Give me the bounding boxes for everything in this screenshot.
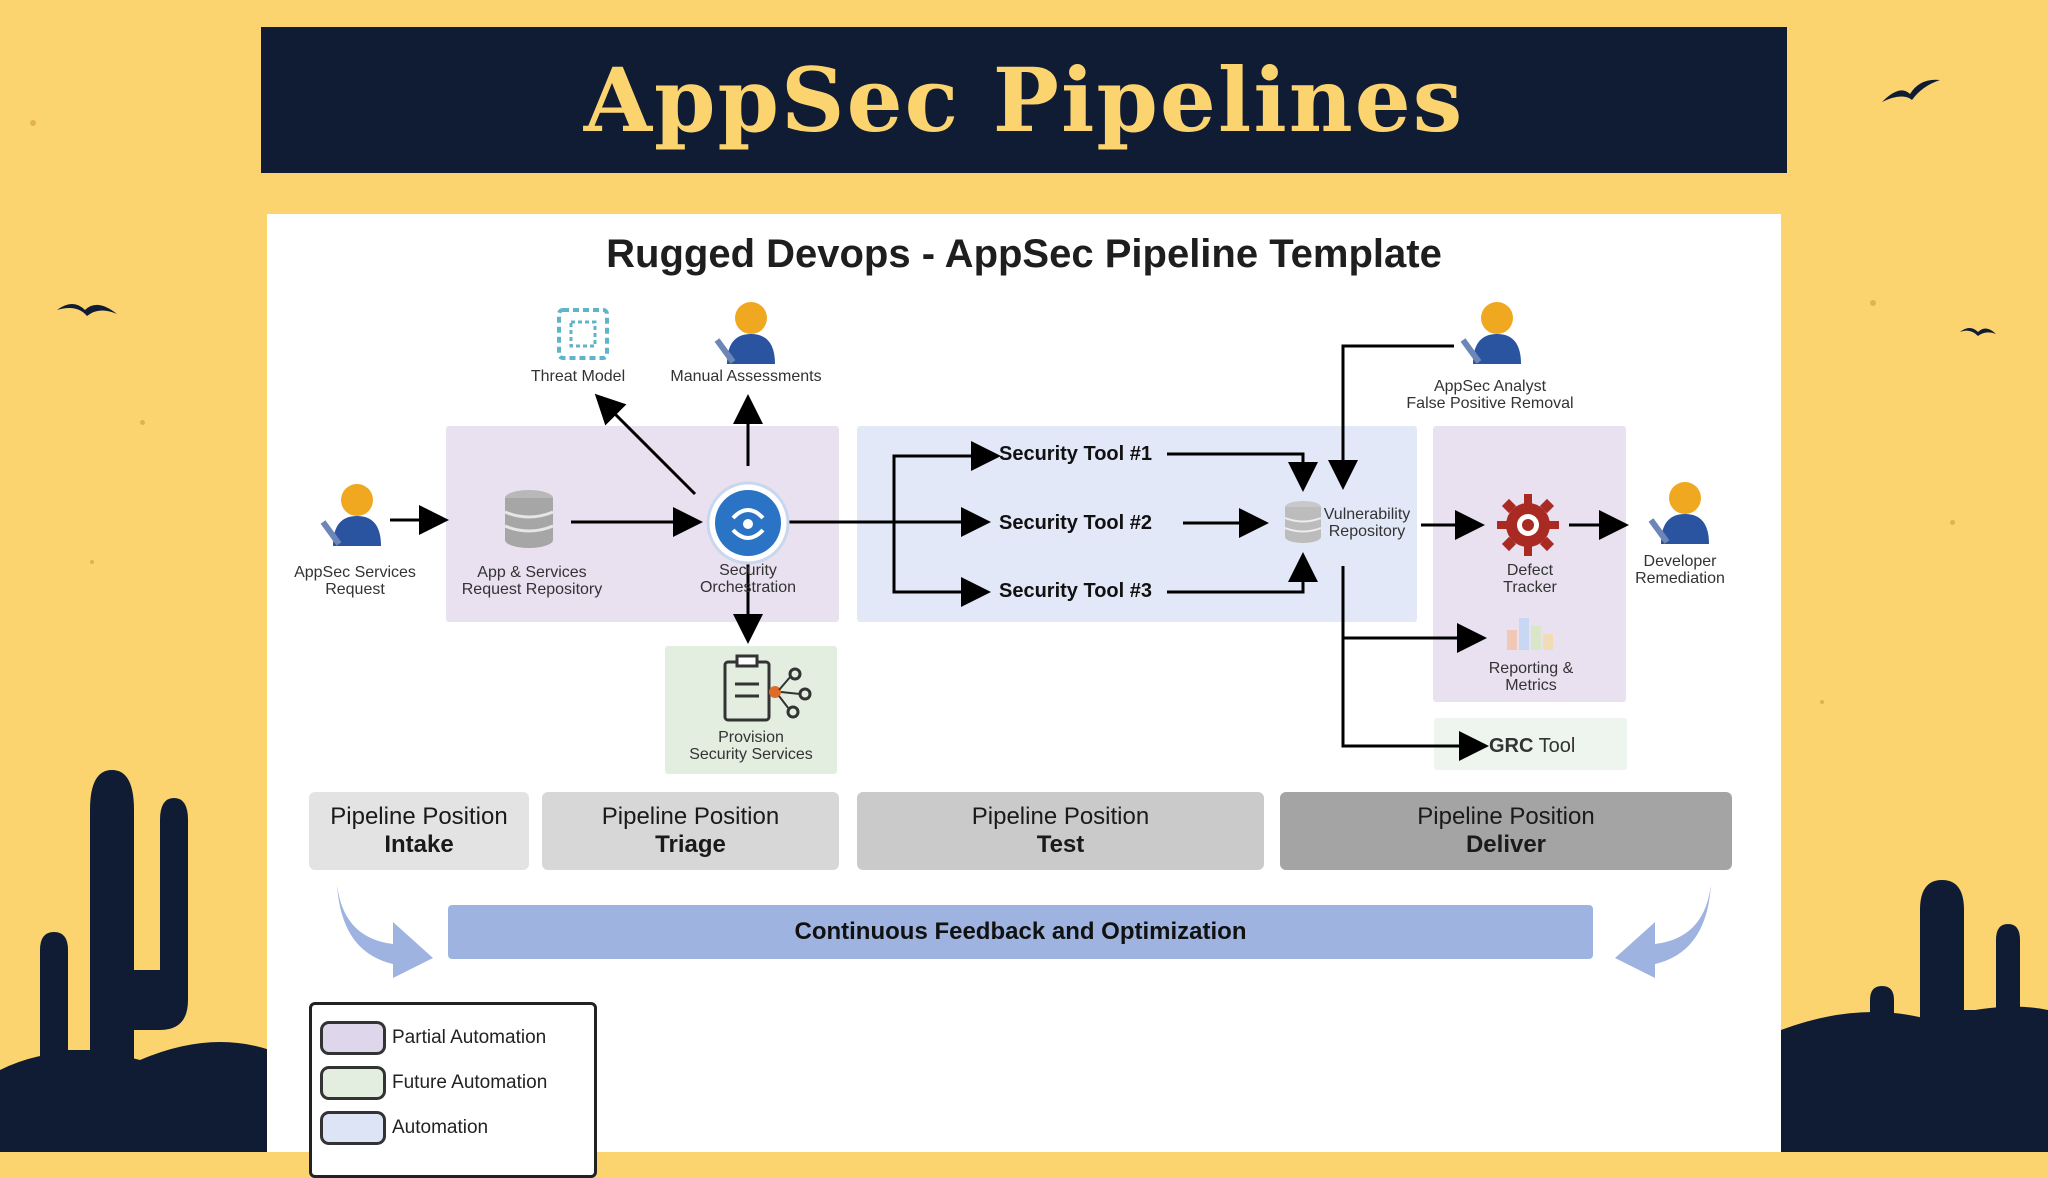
arrow-tool1-to-vuln — [1167, 452, 1318, 492]
security-orchestration-icon — [706, 481, 790, 565]
appsec-request-person-icon — [320, 484, 381, 546]
slide-title: AppSec Pipelines — [583, 48, 1465, 152]
legend-swatch — [320, 1021, 386, 1055]
developer-label-2: Remediation — [1635, 570, 1725, 587]
flow-arrows — [390, 344, 1629, 761]
position-label: Pipeline Position — [971, 803, 1150, 830]
position-name: Deliver — [1465, 831, 1547, 858]
legend-swatch — [320, 1111, 386, 1145]
diagram-title: Rugged Devops - AppSec Pipeline Template — [606, 232, 1442, 276]
continuous-feedback-bar: Continuous Feedback and Optimization — [448, 905, 1593, 959]
defect-label-2: Tracker — [1503, 579, 1557, 596]
security-tool-2: Security Tool #2 — [999, 512, 1153, 534]
vulnerability-label-1: Vulnerability — [1323, 506, 1411, 523]
arrow-vuln-to-reporting — [1341, 566, 1487, 653]
appsec-analyst-person-icon — [1460, 302, 1521, 364]
bg-speck — [1820, 700, 1824, 704]
threat-model-label: Threat Model — [530, 368, 626, 385]
provision-clipboard-icon — [723, 654, 812, 722]
position-name: Triage — [655, 831, 726, 858]
grc-tool-label: GRC Tool — [1489, 735, 1629, 757]
bird-icon — [1960, 328, 1996, 336]
manual-assessments-person-icon — [714, 302, 775, 364]
arrow-tool3-to-vuln — [1167, 552, 1318, 594]
vulnerability-label-2: Repository — [1328, 523, 1406, 540]
orchestration-label-2: Orchestration — [699, 579, 797, 596]
position-name: Test — [1036, 831, 1085, 858]
appsec-request-label-1: AppSec Services — [294, 564, 416, 581]
stage-test — [857, 426, 1417, 622]
repo-label-2: Request Repository — [461, 581, 603, 598]
bg-speck — [140, 420, 145, 425]
bird-icon — [1882, 79, 1940, 102]
reporting-label-2: Metrics — [1505, 677, 1557, 694]
stage-deliver — [1433, 426, 1626, 702]
analyst-label-2: False Positive Removal — [1406, 395, 1574, 412]
pipeline-position-intake: Pipeline Position Intake — [309, 792, 529, 870]
arrow-to-tool1 — [892, 441, 1001, 522]
position-label: Pipeline Position — [601, 803, 780, 830]
legend-label: Automation — [392, 1117, 489, 1138]
feedback-arrow-right-icon — [1615, 884, 1711, 978]
position-label: Pipeline Position — [330, 803, 508, 830]
arrow-analyst-to-vuln — [1328, 344, 1454, 490]
pipeline-position-deliver: Pipeline Position Deliver — [1280, 792, 1732, 870]
bird-icon — [57, 304, 117, 316]
threat-model-icon — [557, 308, 609, 360]
security-tool-3: Security Tool #3 — [999, 580, 1153, 602]
diagram-panel: Rugged Devops - AppSec Pipeline Template — [267, 214, 1781, 1178]
title-banner: AppSec Pipelines — [261, 27, 1787, 173]
provision-label-1: Provision — [718, 729, 784, 746]
appsec-request-label-2: Request — [325, 581, 385, 598]
legend-label: Future Automation — [392, 1072, 548, 1093]
reporting-metrics-chart-icon — [1507, 618, 1553, 650]
provision-label-2: Security Services — [689, 746, 813, 763]
manual-assessments-label: Manual Assessments — [670, 368, 822, 385]
pipeline-position-triage: Pipeline Position Triage — [542, 792, 839, 870]
analyst-label-1: AppSec Analyst — [1433, 378, 1547, 395]
reporting-label-1: Reporting & — [1488, 660, 1574, 677]
legend-row-future: Future Automation — [320, 1066, 547, 1100]
repo-label-1: App & Services — [477, 564, 587, 581]
cactus-left-icon — [40, 770, 188, 1140]
developer-person-icon — [1648, 482, 1709, 544]
bg-speck — [1870, 300, 1876, 306]
feedback-arrow-left-icon — [337, 884, 433, 978]
legend: Partial Automation Future Automation Aut… — [309, 1002, 597, 1178]
arrow-to-tool3 — [892, 522, 991, 607]
security-tool-1: Security Tool #1 — [999, 443, 1153, 465]
bg-speck — [1950, 520, 1955, 525]
arrow-vuln-to-grc — [1341, 638, 1489, 761]
orchestration-label-1: Security — [719, 562, 777, 579]
developer-label-1: Developer — [1643, 553, 1717, 570]
bg-speck — [30, 120, 36, 126]
grc-tool-label-rest: Tool — [1533, 735, 1576, 757]
position-label: Pipeline Position — [1417, 803, 1595, 830]
legend-row-partial: Partial Automation — [320, 1021, 546, 1055]
legend-swatch — [320, 1066, 386, 1100]
defect-tracker-gear-icon — [1497, 494, 1559, 556]
defect-label-1: Defect — [1506, 562, 1554, 579]
database-icon — [504, 490, 554, 548]
legend-label: Partial Automation — [392, 1027, 547, 1048]
arrow-to-threat-model — [594, 393, 697, 496]
position-name: Intake — [384, 831, 454, 858]
vulnerability-database-icon — [1284, 501, 1322, 543]
pipeline-position-test: Pipeline Position Test — [857, 792, 1264, 870]
grc-tool-label-bold: GRC — [1489, 735, 1534, 757]
ground-left — [0, 1042, 270, 1152]
bg-speck — [90, 560, 94, 564]
legend-row-automation: Automation — [320, 1111, 488, 1145]
ground-right — [1781, 1006, 2048, 1152]
